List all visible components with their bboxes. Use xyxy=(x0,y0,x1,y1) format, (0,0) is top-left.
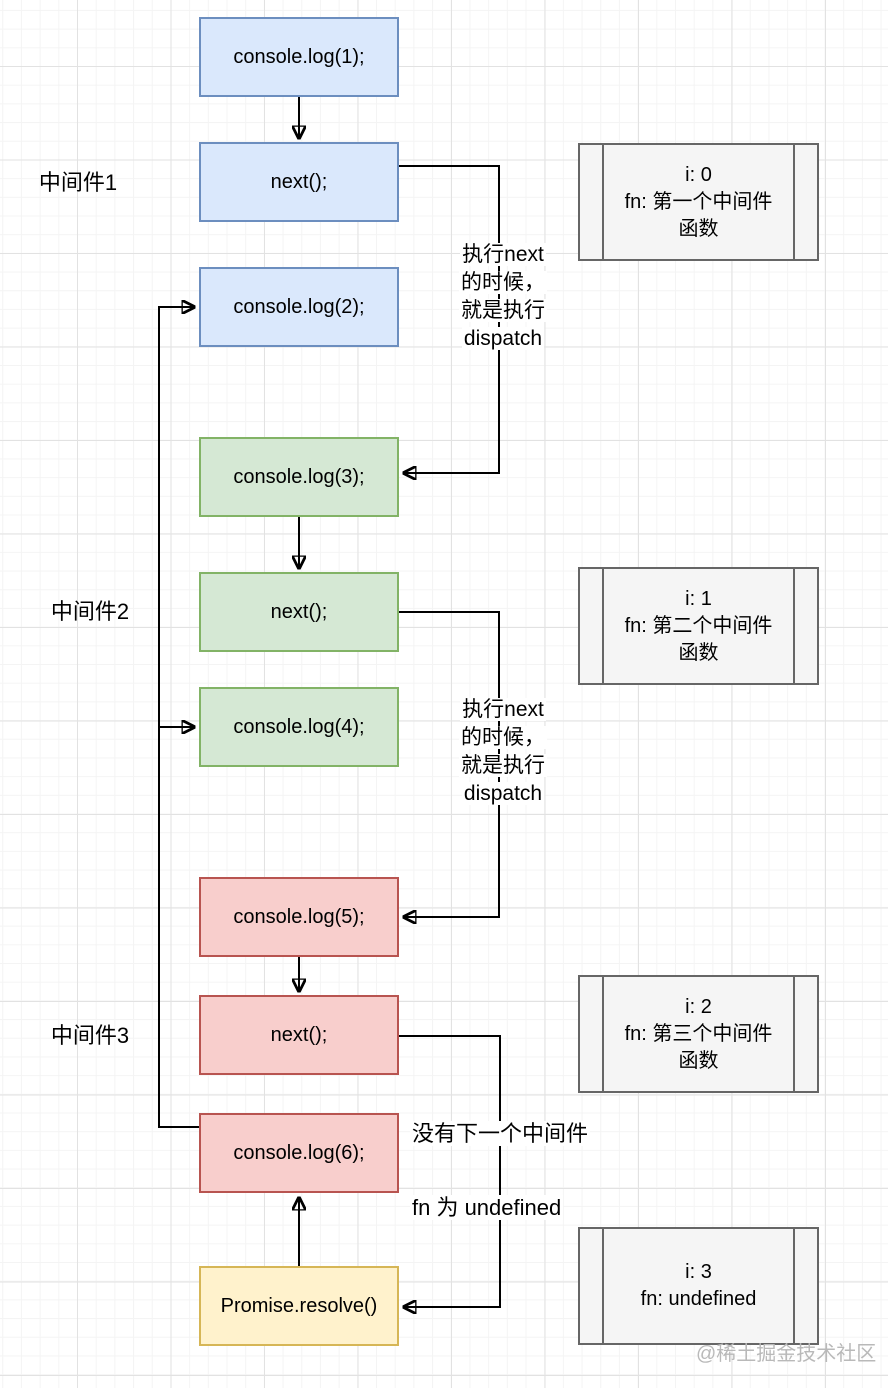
context-i-value: i: 2 xyxy=(685,995,712,1018)
process-bar-left xyxy=(602,145,604,259)
process-bar-right xyxy=(793,569,795,683)
context-fn-value: fn: 第二个中间件 xyxy=(624,614,773,637)
node-promise-resolve: Promise.resolve() xyxy=(199,1266,399,1346)
note-line: 没有下一个中间件 xyxy=(410,1121,591,1146)
connector-log6-return-to-log2 xyxy=(158,307,199,1128)
label-middleware-3: 中间件3 xyxy=(50,1023,130,1048)
context-i-value: i: 1 xyxy=(685,587,712,610)
context-fn-value-2: 函数 xyxy=(678,1049,719,1072)
watermark-juejin: @稀土掘金技术社区 xyxy=(696,1343,877,1365)
note-line: 执行next xyxy=(460,698,546,721)
node-next-3: next(); xyxy=(199,995,399,1075)
node-next-2: next(); xyxy=(199,572,399,652)
note-no-next-middleware: 没有下一个中间件 xyxy=(410,1121,591,1147)
node-console-log-4: console.log(4); xyxy=(199,687,399,767)
note-line: 的时候， xyxy=(459,271,547,294)
note-dispatch-2: 执行next 的时候， 就是执行 dispatch xyxy=(440,696,566,808)
context-box-middleware-3: i: 2 fn: 第三个中间件 函数 xyxy=(578,975,819,1093)
note-line: dispatch xyxy=(461,327,545,350)
node-console-log-5: console.log(5); xyxy=(199,877,399,957)
context-box-undefined: i: 3 fn: undefined xyxy=(578,1227,819,1345)
context-fn-value-2: 函数 xyxy=(678,217,719,240)
node-console-log-2: console.log(2); xyxy=(199,267,399,347)
note-line: 就是执行 xyxy=(459,754,547,777)
process-bar-right xyxy=(793,977,795,1091)
node-console-log-1: console.log(1); xyxy=(199,17,399,97)
note-fn-undefined: fn 为 undefined xyxy=(410,1195,564,1221)
node-console-log-3: console.log(3); xyxy=(199,437,399,517)
note-line: 的时候， xyxy=(459,726,547,749)
context-box-middleware-1: i: 0 fn: 第一个中间件 函数 xyxy=(578,143,819,261)
note-line: 执行next xyxy=(460,243,546,266)
process-bar-right xyxy=(793,145,795,259)
context-i-value: i: 0 xyxy=(685,163,712,186)
process-bar-left xyxy=(602,977,604,1091)
context-fn-value: fn: undefined xyxy=(640,1288,757,1310)
note-dispatch-1: 执行next 的时候， 就是执行 dispatch xyxy=(440,241,566,353)
context-fn-value: fn: 第三个中间件 xyxy=(624,1022,773,1045)
context-fn-value: fn: 第一个中间件 xyxy=(624,190,773,213)
context-fn-value-2: 函数 xyxy=(678,641,719,664)
process-bar-left xyxy=(602,569,604,683)
node-next-1: next(); xyxy=(199,142,399,222)
process-bar-left xyxy=(602,1229,604,1343)
process-bar-right xyxy=(793,1229,795,1343)
connector-next3-to-promise xyxy=(399,1035,501,1307)
context-i-value: i: 3 xyxy=(685,1261,712,1283)
node-console-log-6: console.log(6); xyxy=(199,1113,399,1193)
note-line: dispatch xyxy=(461,782,545,805)
context-box-middleware-2: i: 1 fn: 第二个中间件 函数 xyxy=(578,567,819,685)
label-middleware-1: 中间件1 xyxy=(38,170,118,195)
note-line: 就是执行 xyxy=(459,299,547,322)
note-line: fn 为 undefined xyxy=(410,1195,564,1220)
label-middleware-2: 中间件2 xyxy=(50,599,130,624)
